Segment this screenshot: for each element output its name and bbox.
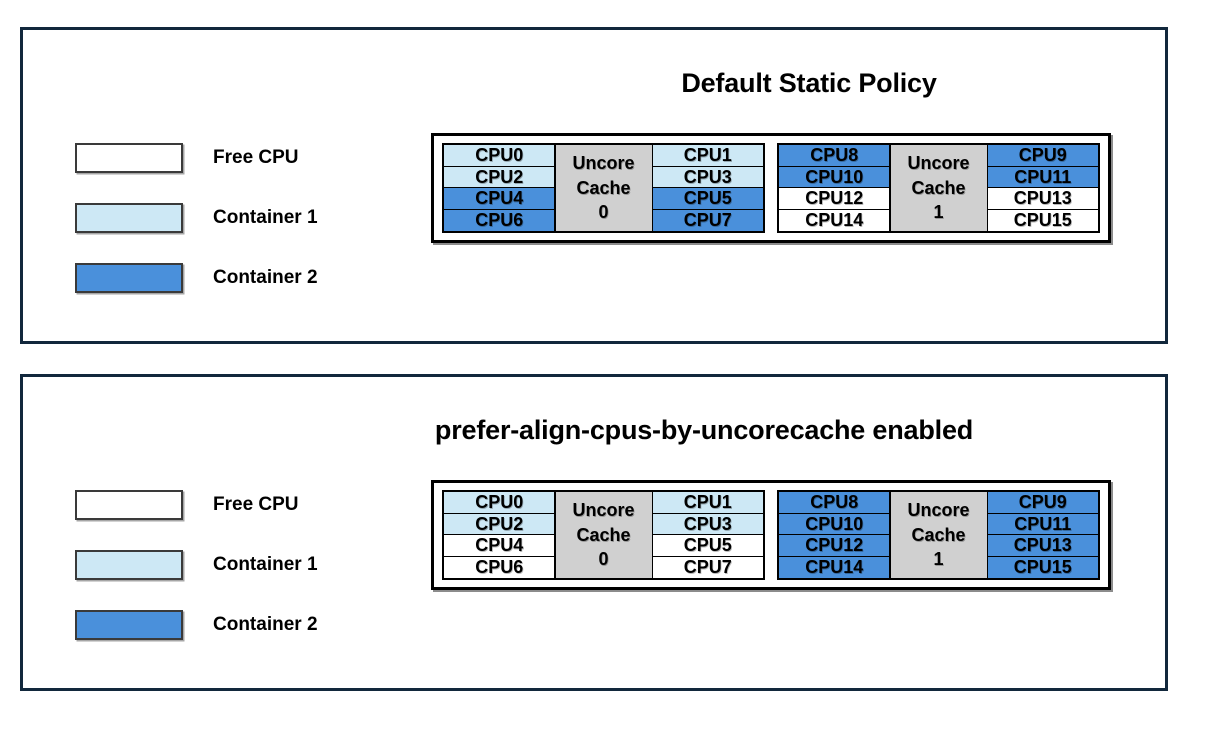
cpu-cell: CPU5 [651,534,764,558]
uncore-cache-label-line: 1 [933,202,944,223]
legend-swatch-free-cpu [75,143,183,173]
cpu-cell: CPU3 [651,512,764,536]
uncore-cache-label-line: 0 [598,202,609,223]
legend-item-container-1: Container 1 [75,188,318,248]
legend-label-container-2: Container 2 [213,267,318,288]
cpu-cell: CPU8 [778,144,891,168]
cpu-cell: CPU9 [986,144,1099,168]
page-title-bottom: prefer-align-cpus-by-uncorecache enabled [434,415,974,445]
cpu-cell: CPU6 [443,555,556,579]
cpu-cell: CPU5 [651,187,764,211]
legend-item-container-2: Container 2 [75,595,318,655]
legend-item-container-2: Container 2 [75,248,318,308]
legend-label-container-2: Container 2 [213,614,318,635]
cpu-cell: CPU1 [651,144,764,168]
panel-default-static-policy: Default Static Policy Free CPU Container… [20,27,1168,344]
uncore-cache-label-line: Uncore [907,499,970,520]
legend-swatch-container-2 [75,610,183,640]
cpu-cell: CPU9 [986,491,1099,515]
uncore-cache-label-line: 0 [598,549,609,570]
cpu-cell: CPU14 [778,208,891,232]
uncore-cache-label-line: Cache [911,177,966,198]
cpu-cell: CPU15 [986,555,1099,579]
legend-swatch-free-cpu [75,490,183,520]
uncore-cache-label-line: Cache [576,177,631,198]
legend-swatch-container-2 [75,263,183,293]
cpu-cell: CPU3 [651,165,764,189]
cpu-cell: CPU10 [778,165,891,189]
cpu-cell: CPU8 [778,491,891,515]
cpu-cell: CPU4 [443,187,556,211]
legend-label-container-1: Container 1 [213,554,318,575]
cpu-cell: CPU13 [986,534,1099,558]
cpu-cell: CPU13 [986,187,1099,211]
legend-swatch-container-1 [75,203,183,233]
legend-top: Free CPU Container 1 Container 2 [75,128,318,308]
cpu-cell: CPU2 [443,512,556,536]
cpu-cell: CPU7 [651,555,764,579]
uncore-cache-label-line: 1 [933,549,944,570]
legend-label-free-cpu: Free CPU [213,494,299,515]
cpu-cell: CPU4 [443,534,556,558]
cpu-cell: CPU1 [651,491,764,515]
cpu-cell: CPU14 [778,555,891,579]
cpu-cell: CPU12 [778,534,891,558]
uncore-cache-label-line: Uncore [572,152,635,173]
legend-item-free-cpu: Free CPU [75,475,318,535]
page-title-top: Default Static Policy [681,68,937,98]
legend-bottom: Free CPU Container 1 Container 2 [75,475,318,655]
panel-prefer-align-cpus-by-uncorecache: prefer-align-cpus-by-uncorecache enabled… [20,374,1168,691]
legend-label-container-1: Container 1 [213,207,318,228]
cpu-cell: CPU2 [443,165,556,189]
legend-item-container-1: Container 1 [75,535,318,595]
cpu-cell: CPU0 [443,491,556,515]
cpu-cell: CPU10 [778,512,891,536]
cpu-cell: CPU11 [986,512,1099,536]
cpu-cell: CPU11 [986,165,1099,189]
uncore-cache-label-line: Uncore [907,152,970,173]
legend-swatch-container-1 [75,550,183,580]
uncore-cache-label-line: Uncore [572,499,635,520]
cpu-cell: CPU12 [778,187,891,211]
uncore-cache-label-line: Cache [911,524,966,545]
legend-label-free-cpu: Free CPU [213,147,299,168]
cpu-cell: CPU7 [651,208,764,232]
legend-item-free-cpu: Free CPU [75,128,318,188]
cpu-cell: CPU6 [443,208,556,232]
cpu-cell: CPU0 [443,144,556,168]
uncore-cache-label-line: Cache [576,524,631,545]
cpu-cell: CPU15 [986,208,1099,232]
